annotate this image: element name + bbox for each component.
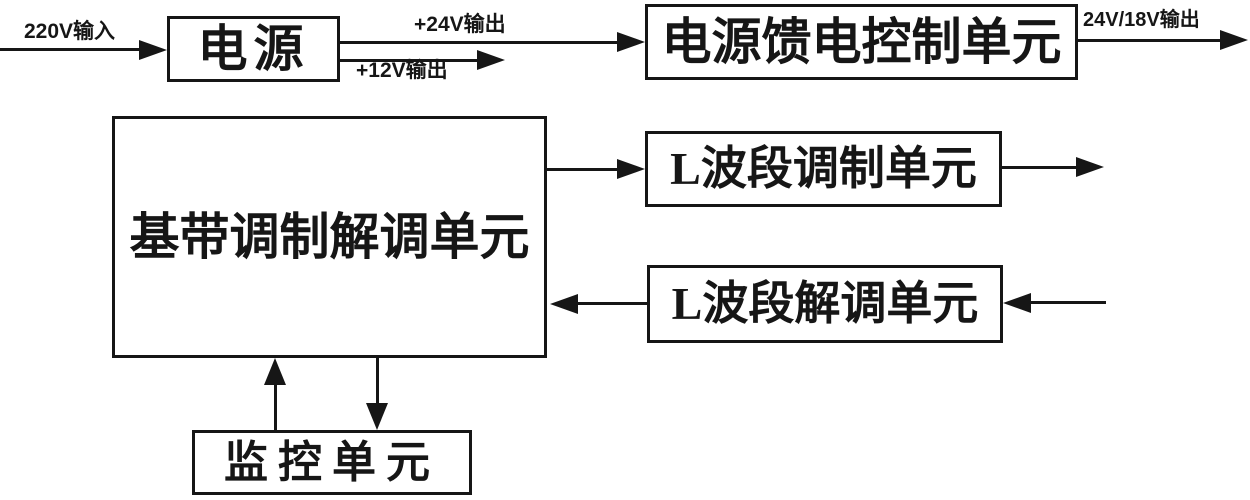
arrow-ldemod-to-baseband-head-icon	[550, 294, 578, 314]
l-band-modulation-box: L波段调制单元	[645, 131, 1002, 207]
arrow-monitor-to-baseband-line	[274, 384, 277, 430]
power-box-label: 电源	[197, 21, 310, 77]
arrow-lmod-output-head-icon	[1076, 157, 1104, 177]
arrow-monitor-to-baseband-head-icon	[264, 358, 286, 385]
power-feed-control-label: 电源馈电控制单元	[661, 14, 1062, 70]
arrow-220v-input-head-icon	[139, 40, 167, 60]
l-band-modulation-label: L波段调制单元	[670, 143, 977, 194]
arrow-ldemod-to-baseband-line	[576, 302, 647, 305]
baseband-modem-label: 基带调制解调单元	[129, 209, 530, 265]
arrow-12v-output-line	[340, 59, 480, 62]
l-band-demodulation-label: L波段解调单元	[671, 278, 979, 329]
label-220v-input: 220V输入	[24, 20, 116, 43]
arrow-baseband-to-lmod-head-icon	[617, 159, 645, 179]
arrow-lmod-output-line	[1002, 166, 1078, 169]
power-feed-control-box: 电源馈电控制单元	[645, 4, 1078, 80]
arrow-baseband-to-monitor-head-icon	[366, 403, 388, 430]
arrow-ldemod-input-head-icon	[1003, 293, 1031, 313]
power-box: 电源	[167, 16, 340, 82]
label-12v-output: +12V输出	[356, 59, 448, 82]
arrow-24v18v-output-line	[1078, 39, 1222, 42]
label-24v18v-output: 24V/18V输出	[1083, 9, 1200, 31]
arrow-24v-output-line	[340, 41, 619, 44]
arrow-220v-input-line	[0, 48, 141, 51]
monitor-unit-box: 监控单元	[192, 430, 472, 495]
arrow-ldemod-input-line	[1029, 301, 1106, 304]
arrow-24v18v-output-head-icon	[1220, 30, 1248, 50]
arrow-12v-output-head-icon	[477, 50, 505, 70]
arrow-baseband-to-monitor-line	[376, 358, 379, 404]
l-band-demodulation-box: L波段解调单元	[647, 265, 1003, 343]
baseband-modem-box: 基带调制解调单元	[112, 116, 547, 358]
arrow-24v-output-head-icon	[617, 32, 645, 52]
label-24v-output: +24V输出	[414, 13, 506, 36]
monitor-unit-label: 监控单元	[224, 437, 440, 487]
arrow-baseband-to-lmod-line	[547, 168, 619, 171]
